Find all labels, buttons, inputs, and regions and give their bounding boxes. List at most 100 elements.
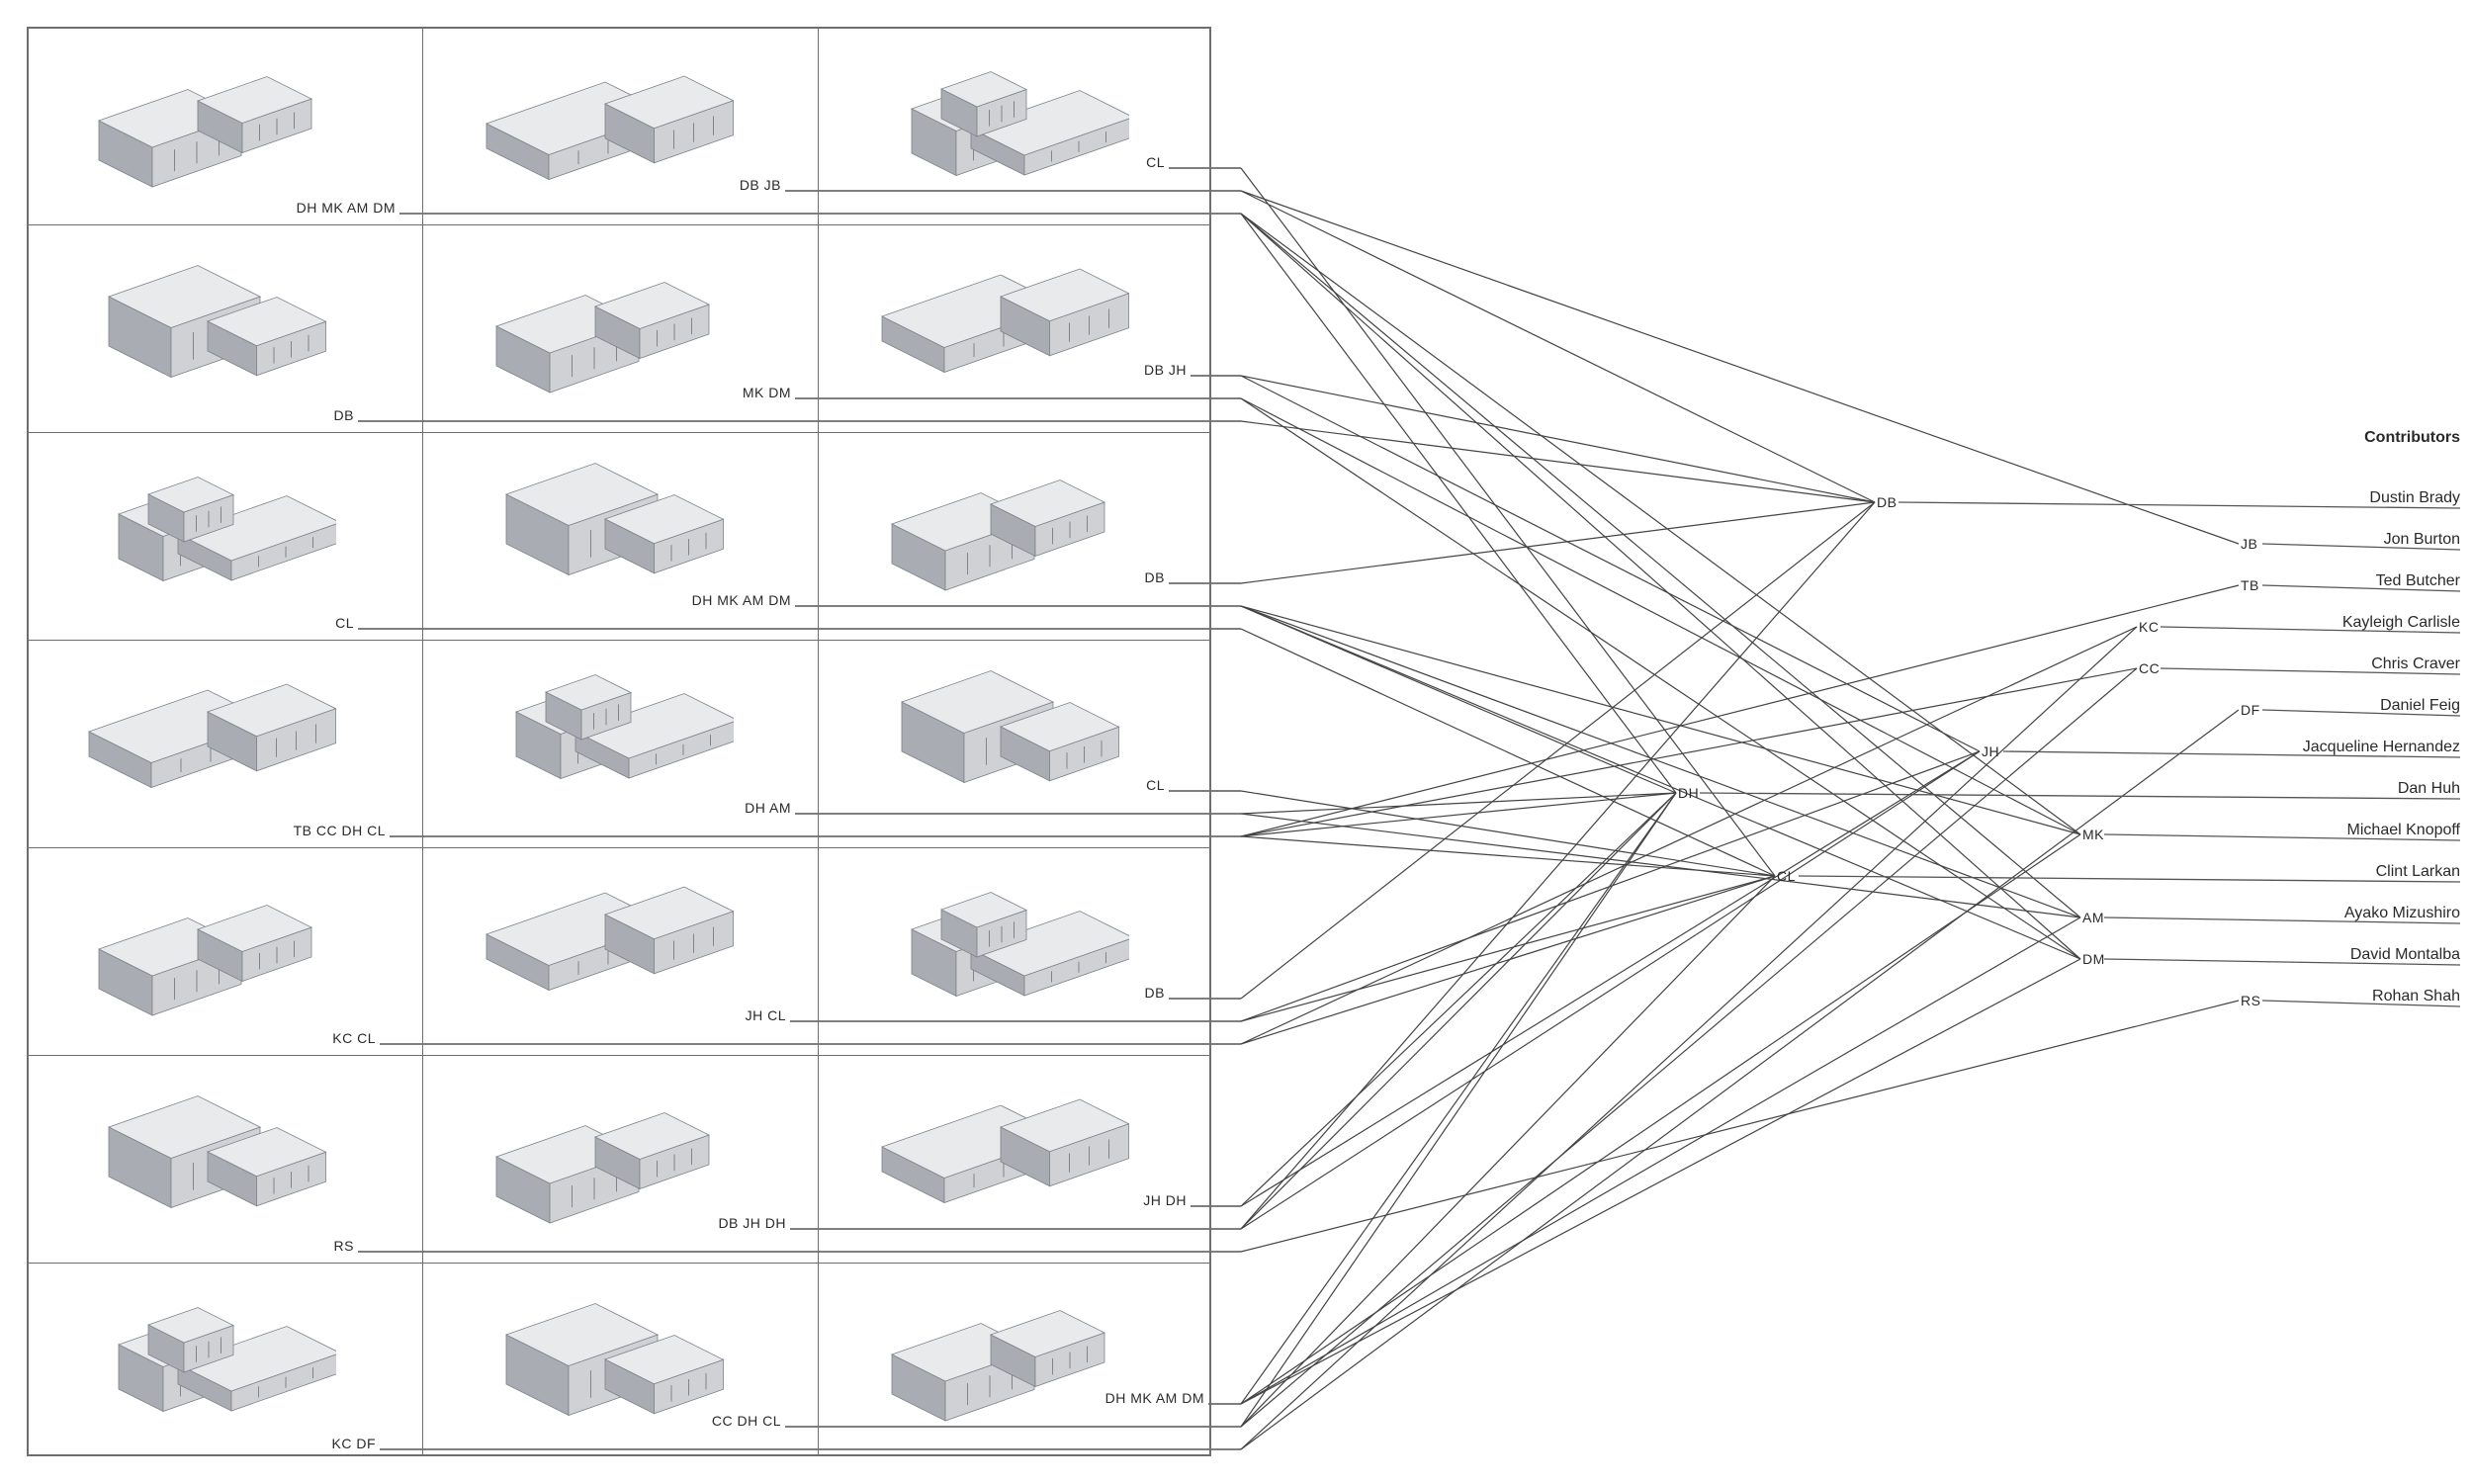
project-contributor-codes: CL	[335, 615, 354, 631]
connection-line	[1240, 667, 2138, 837]
contributor-node-am: AM	[2082, 910, 2104, 925]
connection-line	[1240, 1000, 2240, 1253]
connection-line	[1240, 190, 1876, 503]
building-model-image	[107, 1095, 327, 1209]
contributor-line	[2103, 958, 2461, 966]
contributor-line	[2261, 543, 2461, 551]
project-grid	[27, 27, 1211, 1456]
project-contributor-codes: KC CL	[332, 1030, 376, 1046]
connection-line	[1240, 420, 1876, 503]
connection-line	[1240, 213, 1677, 794]
project-contributor-codes: DB JB	[739, 177, 781, 193]
building-model-image	[514, 674, 734, 780]
contributor-line	[2261, 584, 2461, 592]
building-model-image	[494, 1112, 711, 1224]
connection-line	[1240, 626, 2138, 1450]
connection-line	[1240, 501, 1876, 1000]
connection-line	[1240, 213, 2081, 960]
project-contributor-codes: MK DM	[742, 385, 791, 400]
project-contributor-codes: DB JH DH	[718, 1215, 786, 1231]
contributor-name: Daniel Feig	[2380, 697, 2460, 714]
building-model-image	[97, 76, 313, 188]
building-model-image	[97, 905, 313, 1016]
connection-line	[1240, 584, 2240, 837]
contributor-name: Kayleigh Carlisle	[2341, 614, 2460, 631]
connection-line	[1240, 375, 1981, 752]
row-divider	[29, 1055, 1209, 1056]
contributor-name: Dustin Brady	[2369, 489, 2460, 506]
building-model-image	[504, 463, 725, 576]
contributor-node-cl: CL	[1777, 868, 1796, 884]
building-model-image	[880, 1098, 1129, 1204]
connection-line	[1240, 875, 1776, 1045]
connection-line	[1240, 213, 2081, 835]
building-model-image	[117, 1307, 336, 1413]
connection-line	[1240, 833, 2081, 1405]
project-contributor-codes: JH DH	[1143, 1192, 1187, 1208]
contributor-node-cc: CC	[2139, 660, 2161, 676]
connection-line	[1240, 628, 1776, 877]
building-model-image	[485, 75, 734, 181]
connection-line	[1240, 605, 1677, 794]
contributor-line	[1699, 792, 2461, 800]
building-model-image	[504, 1303, 725, 1417]
contributor-line	[2103, 833, 2461, 841]
building-model-image	[107, 265, 327, 379]
row-divider	[29, 640, 1209, 641]
project-contributor-codes: DH MK AM DM	[1104, 1390, 1204, 1406]
connection-line	[1240, 750, 1981, 1230]
contributor-name: Ayako Mizushiro	[2343, 905, 2460, 921]
connection-line	[1240, 792, 1677, 815]
project-contributor-codes: KC DF	[331, 1436, 376, 1451]
connection-line	[1240, 605, 2081, 960]
project-contributor-codes: CL	[1146, 154, 1165, 170]
project-contributor-codes: CL	[1146, 777, 1165, 793]
contributor-node-df: DF	[2241, 702, 2260, 718]
connection-line	[1240, 750, 1981, 1022]
contributor-line	[1898, 501, 2461, 509]
contributor-name: Ted Butcher	[2375, 572, 2460, 589]
contributor-node-jb: JB	[2241, 536, 2258, 552]
contributor-node-tb: TB	[2241, 577, 2259, 593]
project-contributor-codes: DB	[1144, 985, 1165, 1001]
project-contributor-codes: DH MK AM DM	[296, 200, 396, 216]
contributor-line	[1798, 875, 2461, 883]
row-divider	[29, 432, 1209, 433]
building-model-image	[910, 892, 1129, 998]
contributor-node-dm: DM	[2082, 951, 2105, 967]
connection-line	[1240, 750, 1981, 1207]
contributor-name: David Montalba	[2349, 946, 2460, 963]
contributor-name: Jacqueline Hernandez	[2302, 739, 2460, 755]
connection-line	[1240, 813, 2081, 918]
building-model-image	[900, 670, 1120, 784]
contributor-name: Rohan Shah	[2372, 988, 2460, 1004]
connection-line	[1240, 190, 2240, 545]
contributor-name: Dan Huh	[2397, 780, 2460, 797]
connection-line	[1240, 605, 2081, 835]
contributor-line	[2160, 626, 2461, 634]
contributor-name: Clint Larkan	[2375, 863, 2460, 880]
connection-line	[1240, 790, 1776, 877]
row-divider	[29, 1263, 1209, 1264]
connection-line	[1240, 875, 1776, 1022]
connection-line	[1240, 709, 2240, 1450]
project-contributor-codes: DB JH	[1144, 362, 1187, 378]
building-model-image	[890, 480, 1106, 591]
connection-line	[1240, 213, 2081, 918]
connection-line	[1240, 792, 1677, 1230]
connection-line	[1240, 792, 1677, 1428]
building-model-image	[880, 268, 1129, 374]
project-contributor-codes: DB	[1144, 569, 1165, 585]
contributor-line	[2002, 750, 2461, 758]
contributor-node-db: DB	[1877, 494, 1898, 510]
project-contributor-codes: DB	[333, 407, 354, 423]
row-divider	[29, 224, 1209, 225]
project-contributor-codes: TB CC DH CL	[293, 823, 386, 838]
contributor-node-mk: MK	[2082, 827, 2104, 842]
contributor-line	[2261, 709, 2461, 717]
contributor-line	[2261, 1000, 2461, 1007]
project-contributor-codes: DH AM	[745, 800, 791, 816]
contributor-node-kc: KC	[2139, 619, 2160, 635]
connection-line	[1240, 917, 2081, 1405]
